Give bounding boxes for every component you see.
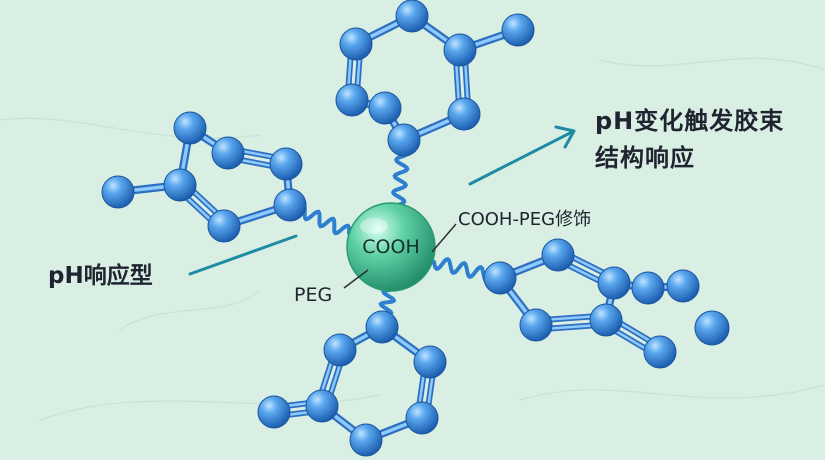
pointer-lines bbox=[188, 125, 576, 276]
atom bbox=[269, 147, 303, 181]
atom bbox=[387, 123, 421, 157]
atom bbox=[413, 345, 447, 379]
molecule-atoms bbox=[101, 0, 730, 457]
atom bbox=[257, 395, 291, 429]
core-sphere bbox=[346, 202, 436, 292]
atom bbox=[501, 13, 535, 47]
modification-leader-line bbox=[431, 223, 457, 253]
atom bbox=[211, 136, 245, 170]
atom bbox=[447, 97, 481, 131]
modification-label: COOH-PEG修饰 bbox=[458, 209, 592, 230]
leader-lines bbox=[343, 223, 457, 289]
atom bbox=[519, 308, 553, 342]
core-label: COOH bbox=[362, 236, 420, 258]
atom bbox=[483, 261, 517, 295]
response-title-line1: pH变化触发胶束 bbox=[595, 107, 785, 135]
atom bbox=[589, 303, 623, 337]
atom bbox=[365, 310, 399, 344]
atom bbox=[694, 310, 730, 346]
atom bbox=[163, 168, 197, 202]
atom bbox=[335, 83, 369, 117]
response-arrow bbox=[468, 130, 574, 186]
atom bbox=[323, 333, 357, 367]
atom bbox=[643, 335, 677, 369]
atom bbox=[173, 111, 207, 145]
atom bbox=[349, 423, 383, 457]
atom bbox=[101, 175, 135, 209]
atom bbox=[666, 269, 700, 303]
left-pointer-line bbox=[188, 234, 298, 276]
peg-leader-line bbox=[343, 269, 369, 289]
atom bbox=[339, 27, 373, 61]
atom bbox=[305, 389, 339, 423]
atom bbox=[631, 271, 665, 305]
atom bbox=[405, 401, 439, 435]
atom bbox=[597, 266, 631, 300]
atom bbox=[273, 188, 307, 222]
atom bbox=[395, 0, 429, 33]
atom bbox=[443, 33, 477, 67]
ph-responsive-label: pH响应型 bbox=[48, 263, 153, 289]
response-arrowhead bbox=[554, 125, 576, 149]
atom bbox=[207, 209, 241, 243]
atom bbox=[368, 91, 402, 125]
atom bbox=[541, 238, 575, 272]
peg-label: PEG bbox=[294, 284, 333, 306]
response-title-line2: 结构响应 bbox=[595, 144, 695, 172]
